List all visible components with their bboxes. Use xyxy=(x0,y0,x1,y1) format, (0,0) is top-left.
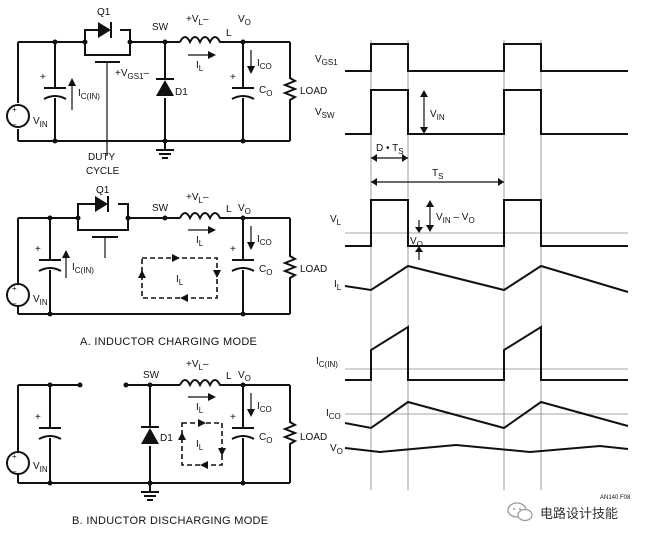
vgs1-waveform xyxy=(345,43,628,72)
svg-text:+: + xyxy=(230,72,236,83)
svg-text:VL: VL xyxy=(330,214,342,227)
svg-text:VO: VO xyxy=(410,236,423,249)
svg-text:+: + xyxy=(35,244,41,255)
current-loop-charging xyxy=(141,257,218,299)
svg-text:VIN: VIN xyxy=(33,294,48,307)
svg-text:ICO: ICO xyxy=(257,234,272,247)
svg-text:IL: IL xyxy=(196,402,204,415)
svg-text:L: L xyxy=(226,371,232,382)
svg-text:IC(IN): IC(IN) xyxy=(78,88,100,101)
current-loop-discharging xyxy=(181,422,223,466)
svg-text:ICO: ICO xyxy=(257,401,272,414)
caption-charging: A. INDUCTOR CHARGING MODE xyxy=(80,336,257,348)
svg-text:VIN: VIN xyxy=(430,109,445,122)
svg-text:CO: CO xyxy=(259,85,272,98)
wechat-logo-icon xyxy=(507,502,533,522)
watermark-text: 电路设计技能 xyxy=(540,506,619,522)
mosfet-q1: Q1 xyxy=(82,7,133,156)
vl-waveform xyxy=(345,199,628,247)
svg-text:+VL–: +VL– xyxy=(186,14,209,27)
figure-id: AN140 F08 xyxy=(600,495,631,501)
svg-text:VO: VO xyxy=(238,203,251,216)
svg-text:VO: VO xyxy=(238,370,251,383)
il-waveform xyxy=(344,264,629,293)
svg-text:DUTY: DUTY xyxy=(88,152,116,163)
svg-text:IL: IL xyxy=(196,60,204,73)
svg-text:–: – xyxy=(12,299,17,308)
svg-text:VO: VO xyxy=(238,14,251,27)
svg-text:ICO: ICO xyxy=(326,408,341,421)
svg-text:L: L xyxy=(226,204,232,215)
svg-text:CO: CO xyxy=(259,432,272,445)
svg-text:+VL–: +VL– xyxy=(186,359,209,372)
ic-in-waveform xyxy=(345,325,628,381)
svg-text:SW: SW xyxy=(152,22,169,33)
svg-text:+VGS1–: +VGS1– xyxy=(115,68,150,81)
svg-text:IL: IL xyxy=(334,279,342,292)
svg-text:IC(IN): IC(IN) xyxy=(316,356,338,369)
svg-text:CO: CO xyxy=(259,264,272,277)
svg-text:SW: SW xyxy=(152,203,169,214)
svg-text:VIN – VO: VIN – VO xyxy=(436,212,475,225)
svg-text:+: + xyxy=(230,412,236,423)
circuit-normal: + – VIN + IC(IN) Q1 +VGS1– DUTY CYCLE S xyxy=(6,7,327,177)
svg-text:+: + xyxy=(40,72,46,83)
svg-text:–: – xyxy=(12,467,17,476)
svg-text:VSW: VSW xyxy=(315,107,335,120)
waveforms: VGS1 VSW VIN D • TS TS VL VIN – VO VO IL xyxy=(315,40,631,501)
svg-text:VO: VO xyxy=(330,443,343,456)
diode-d1-icon xyxy=(156,80,174,96)
svg-text:IL: IL xyxy=(196,439,204,452)
svg-text:CYCLE: CYCLE xyxy=(86,166,120,177)
svg-text:IC(IN): IC(IN) xyxy=(72,262,94,275)
svg-text:+: + xyxy=(35,412,41,423)
svg-text:LOAD: LOAD xyxy=(300,432,327,443)
svg-text:+: + xyxy=(12,105,17,114)
svg-text:+: + xyxy=(12,452,17,461)
ground-icon xyxy=(156,141,174,159)
circuit-discharging: + – VIN + SW D1 +VL– L IL VO + ICO CO LO… xyxy=(6,359,327,527)
svg-text:IL: IL xyxy=(176,274,184,287)
svg-text:SW: SW xyxy=(143,370,160,381)
ico-waveform xyxy=(344,400,629,430)
vo-waveform xyxy=(344,443,629,454)
circuit-charging: + – VIN + IC(IN) Q1 SW +VL– L IL VO + xyxy=(6,185,327,348)
load-resistor-icon xyxy=(282,42,298,141)
watermark: 电路设计技能 xyxy=(506,499,646,525)
svg-text:+VL–: +VL– xyxy=(186,192,209,205)
caption-discharging: B. INDUCTOR DISCHARGING MODE xyxy=(72,515,268,527)
inductor-icon xyxy=(179,36,226,45)
svg-text:VIN: VIN xyxy=(33,116,48,129)
svg-text:VIN: VIN xyxy=(33,461,48,474)
svg-text:D • TS: D • TS xyxy=(376,143,404,156)
svg-text:ICO: ICO xyxy=(257,58,272,71)
svg-text:LOAD: LOAD xyxy=(300,86,327,97)
vsw-waveform xyxy=(345,89,628,135)
svg-text:Q1: Q1 xyxy=(97,7,111,18)
svg-text:L: L xyxy=(226,28,232,39)
svg-text:VGS1: VGS1 xyxy=(315,54,338,67)
svg-text:–: – xyxy=(12,120,17,129)
svg-text:TS: TS xyxy=(432,168,443,181)
svg-text:IL: IL xyxy=(196,235,204,248)
vin-source-icon xyxy=(6,104,30,128)
svg-text:Q1: Q1 xyxy=(96,185,110,196)
svg-text:D1: D1 xyxy=(175,87,188,98)
svg-text:D1: D1 xyxy=(160,433,173,444)
svg-text:+: + xyxy=(230,244,236,255)
svg-text:LOAD: LOAD xyxy=(300,264,327,275)
svg-text:+: + xyxy=(12,284,17,293)
